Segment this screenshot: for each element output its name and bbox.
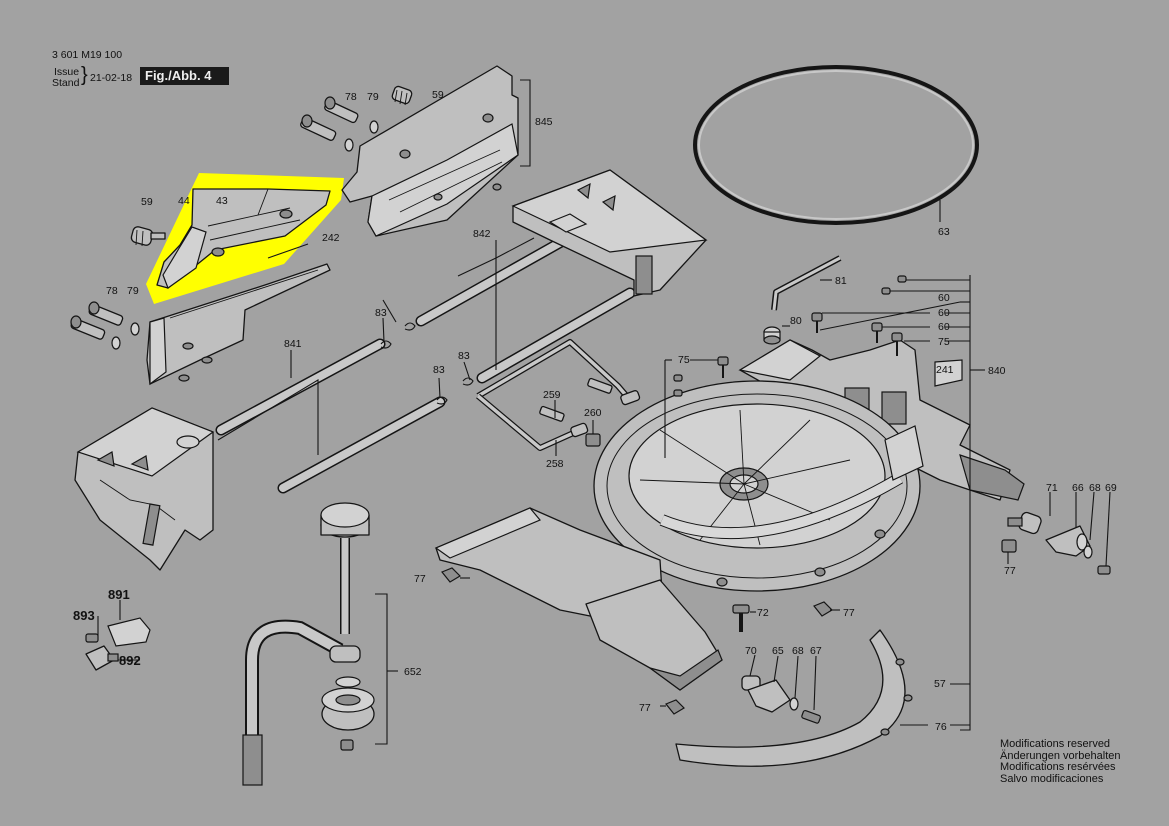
callout-77: 77 [414,573,426,585]
callout-83: 83 [375,307,387,319]
extension-left[interactable] [74,407,215,571]
parts-70-65-68-67[interactable] [741,675,821,724]
callout-44: 44 [178,195,190,207]
callout-75: 75 [938,336,950,348]
callout-259: 259 [543,389,561,401]
callout-43: 43 [216,195,228,207]
doc-number: 3 601 M19 100 [52,49,123,61]
modifications-notice: Modifications reserved Änderungen vorbeh… [1000,738,1121,785]
arm-base[interactable] [434,507,723,691]
notice-line: Änderungen vorbehalten [1000,749,1121,762]
callout-75: 75 [678,354,690,366]
callout-258: 258 [546,458,564,470]
extension-right[interactable] [511,169,708,297]
rods-841[interactable] [215,338,446,494]
issue-date: 21-02-18 [90,72,133,84]
callout-59: 59 [141,196,153,208]
callout-260: 260 [584,407,602,419]
knob-59-upper[interactable] [391,85,413,106]
callout-63: 63 [938,226,950,238]
screw-75[interactable] [717,332,903,378]
knob-59-left[interactable] [130,226,166,247]
notice-line: Modifications resérvées [1000,761,1116,774]
callout-66: 66 [1072,482,1084,494]
nuts-77[interactable] [441,567,833,715]
callout-77: 77 [639,702,651,714]
lock-knob-652[interactable] [242,502,375,786]
callout-65: 65 [772,645,784,657]
notice-line: Modifications reserved [1000,738,1111,750]
issue-brace: } [81,64,88,86]
screws-60[interactable] [673,275,907,397]
part-891-893-892[interactable] [85,617,151,671]
callout-242: 242 [322,232,340,244]
callout-241: 241 [936,364,954,376]
callout-57: 57 [934,678,946,690]
callout-68: 68 [792,645,804,657]
callout-59: 59 [432,89,444,101]
callout-69: 69 [1105,482,1117,494]
screw-259[interactable] [539,377,613,422]
issue-label: Issue [54,66,80,78]
callout-60: 60 [938,307,950,319]
leader-lines [97,200,1111,731]
callout-845: 845 [535,116,553,128]
figure-label: Fig./Abb. 4 [140,67,229,85]
callout-72: 72 [757,607,769,619]
callout-893: 893 [73,608,95,623]
callout-76: 76 [935,721,947,733]
callout-83: 83 [458,350,470,362]
callout-892: 892 [119,653,141,668]
callout-840: 840 [988,365,1006,377]
fence-part-43-44[interactable] [156,188,331,289]
callout-77: 77 [843,607,855,619]
screw-78-left[interactable] [70,301,124,340]
hex-key-81[interactable] [771,255,842,311]
callout-891: 891 [108,587,130,602]
callout-78: 78 [345,91,357,103]
washer-79-left[interactable] [111,322,140,350]
clips-83[interactable] [380,322,474,405]
callout-68: 68 [1089,482,1101,494]
callout-78: 78 [106,285,118,297]
parts-71-66-68-69[interactable] [1001,511,1111,575]
callout-60: 60 [938,321,950,333]
callout-83: 83 [433,364,445,376]
bushing-80[interactable] [763,326,781,345]
part-labels: 59 78 79 845 59 44 43 242 842 63 78 79 83 81 60 60 60 80 8… [73,89,1117,733]
callout-842: 842 [473,228,491,240]
screw-78-upper[interactable] [300,96,359,141]
callout-70: 70 [745,645,757,657]
fence-242-base[interactable] [146,243,331,386]
stand-label: Stand [52,77,80,89]
callout-80: 80 [790,315,802,327]
callout-79: 79 [127,285,139,297]
callout-652: 652 [404,666,422,678]
callout-77: 77 [1004,565,1016,577]
callout-81: 81 [835,275,847,287]
callout-79: 79 [367,91,379,103]
fence-845[interactable] [341,65,519,237]
bracket-258[interactable] [476,339,641,451]
nut-260[interactable] [585,433,601,447]
callout-67: 67 [810,645,822,657]
callout-841: 841 [284,338,302,350]
turntable[interactable] [593,380,924,592]
arc-57[interactable] [675,629,913,767]
notice-line: Salvo modificaciones [1000,772,1104,785]
callout-71: 71 [1046,482,1058,494]
bolt-72[interactable] [732,604,750,632]
callout-60: 60 [938,292,950,304]
washer-79-upper[interactable] [344,120,379,152]
ring-63[interactable] [693,65,979,225]
